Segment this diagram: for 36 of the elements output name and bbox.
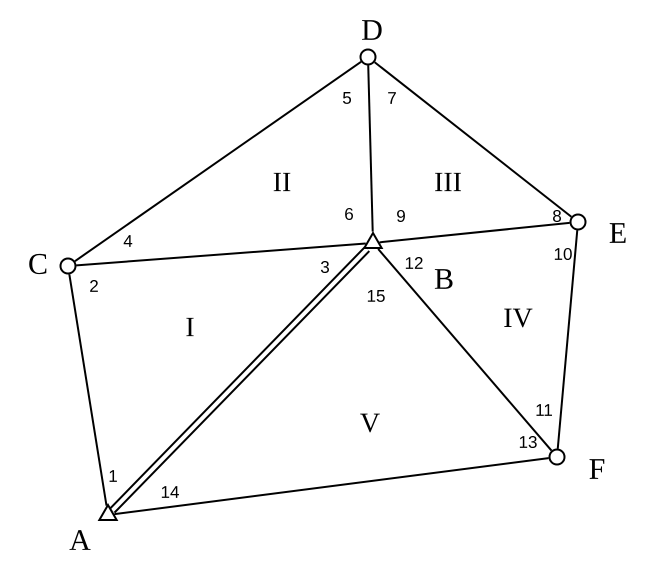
angle-number: 3: [320, 260, 329, 274]
angle-number: 2: [90, 280, 98, 292]
survey-line: [367, 65, 374, 232]
baseline: [109, 246, 370, 514]
region-numeral: V: [360, 414, 380, 432]
angle-number: 13: [520, 436, 537, 448]
station-letter: B: [434, 269, 453, 289]
region-numeral: IV: [504, 308, 532, 328]
station-letter: F: [590, 459, 604, 479]
angle-number: 7: [388, 92, 396, 104]
angle-number: 8: [553, 210, 561, 222]
angle-number: 10: [554, 248, 572, 260]
angle-number: 9: [397, 210, 405, 222]
angle-number: 5: [342, 92, 352, 104]
angle-number: 11: [536, 404, 552, 416]
station-letter: D: [362, 20, 382, 40]
angle-number: 6: [345, 208, 353, 220]
station-letter: C: [29, 254, 46, 274]
survey-line: [76, 242, 366, 266]
survey-line: [74, 61, 362, 262]
angle-number: 15: [368, 290, 385, 302]
angle-number: 14: [162, 486, 179, 498]
survey-line: [68, 274, 108, 506]
angle-number: 4: [124, 235, 132, 247]
region-numeral: I: [186, 318, 194, 336]
angle-number: 12: [406, 257, 423, 269]
station-letter: E: [610, 223, 626, 243]
survey-line: [379, 222, 570, 244]
survey-line: [377, 248, 552, 452]
survey-line: [374, 61, 572, 218]
survey-line: [114, 457, 549, 516]
station-letter: A: [69, 530, 91, 550]
angle-number: 1: [110, 470, 117, 482]
region-numeral: III: [435, 172, 462, 192]
region-numeral: II: [274, 172, 290, 192]
survey-line: [556, 230, 578, 449]
